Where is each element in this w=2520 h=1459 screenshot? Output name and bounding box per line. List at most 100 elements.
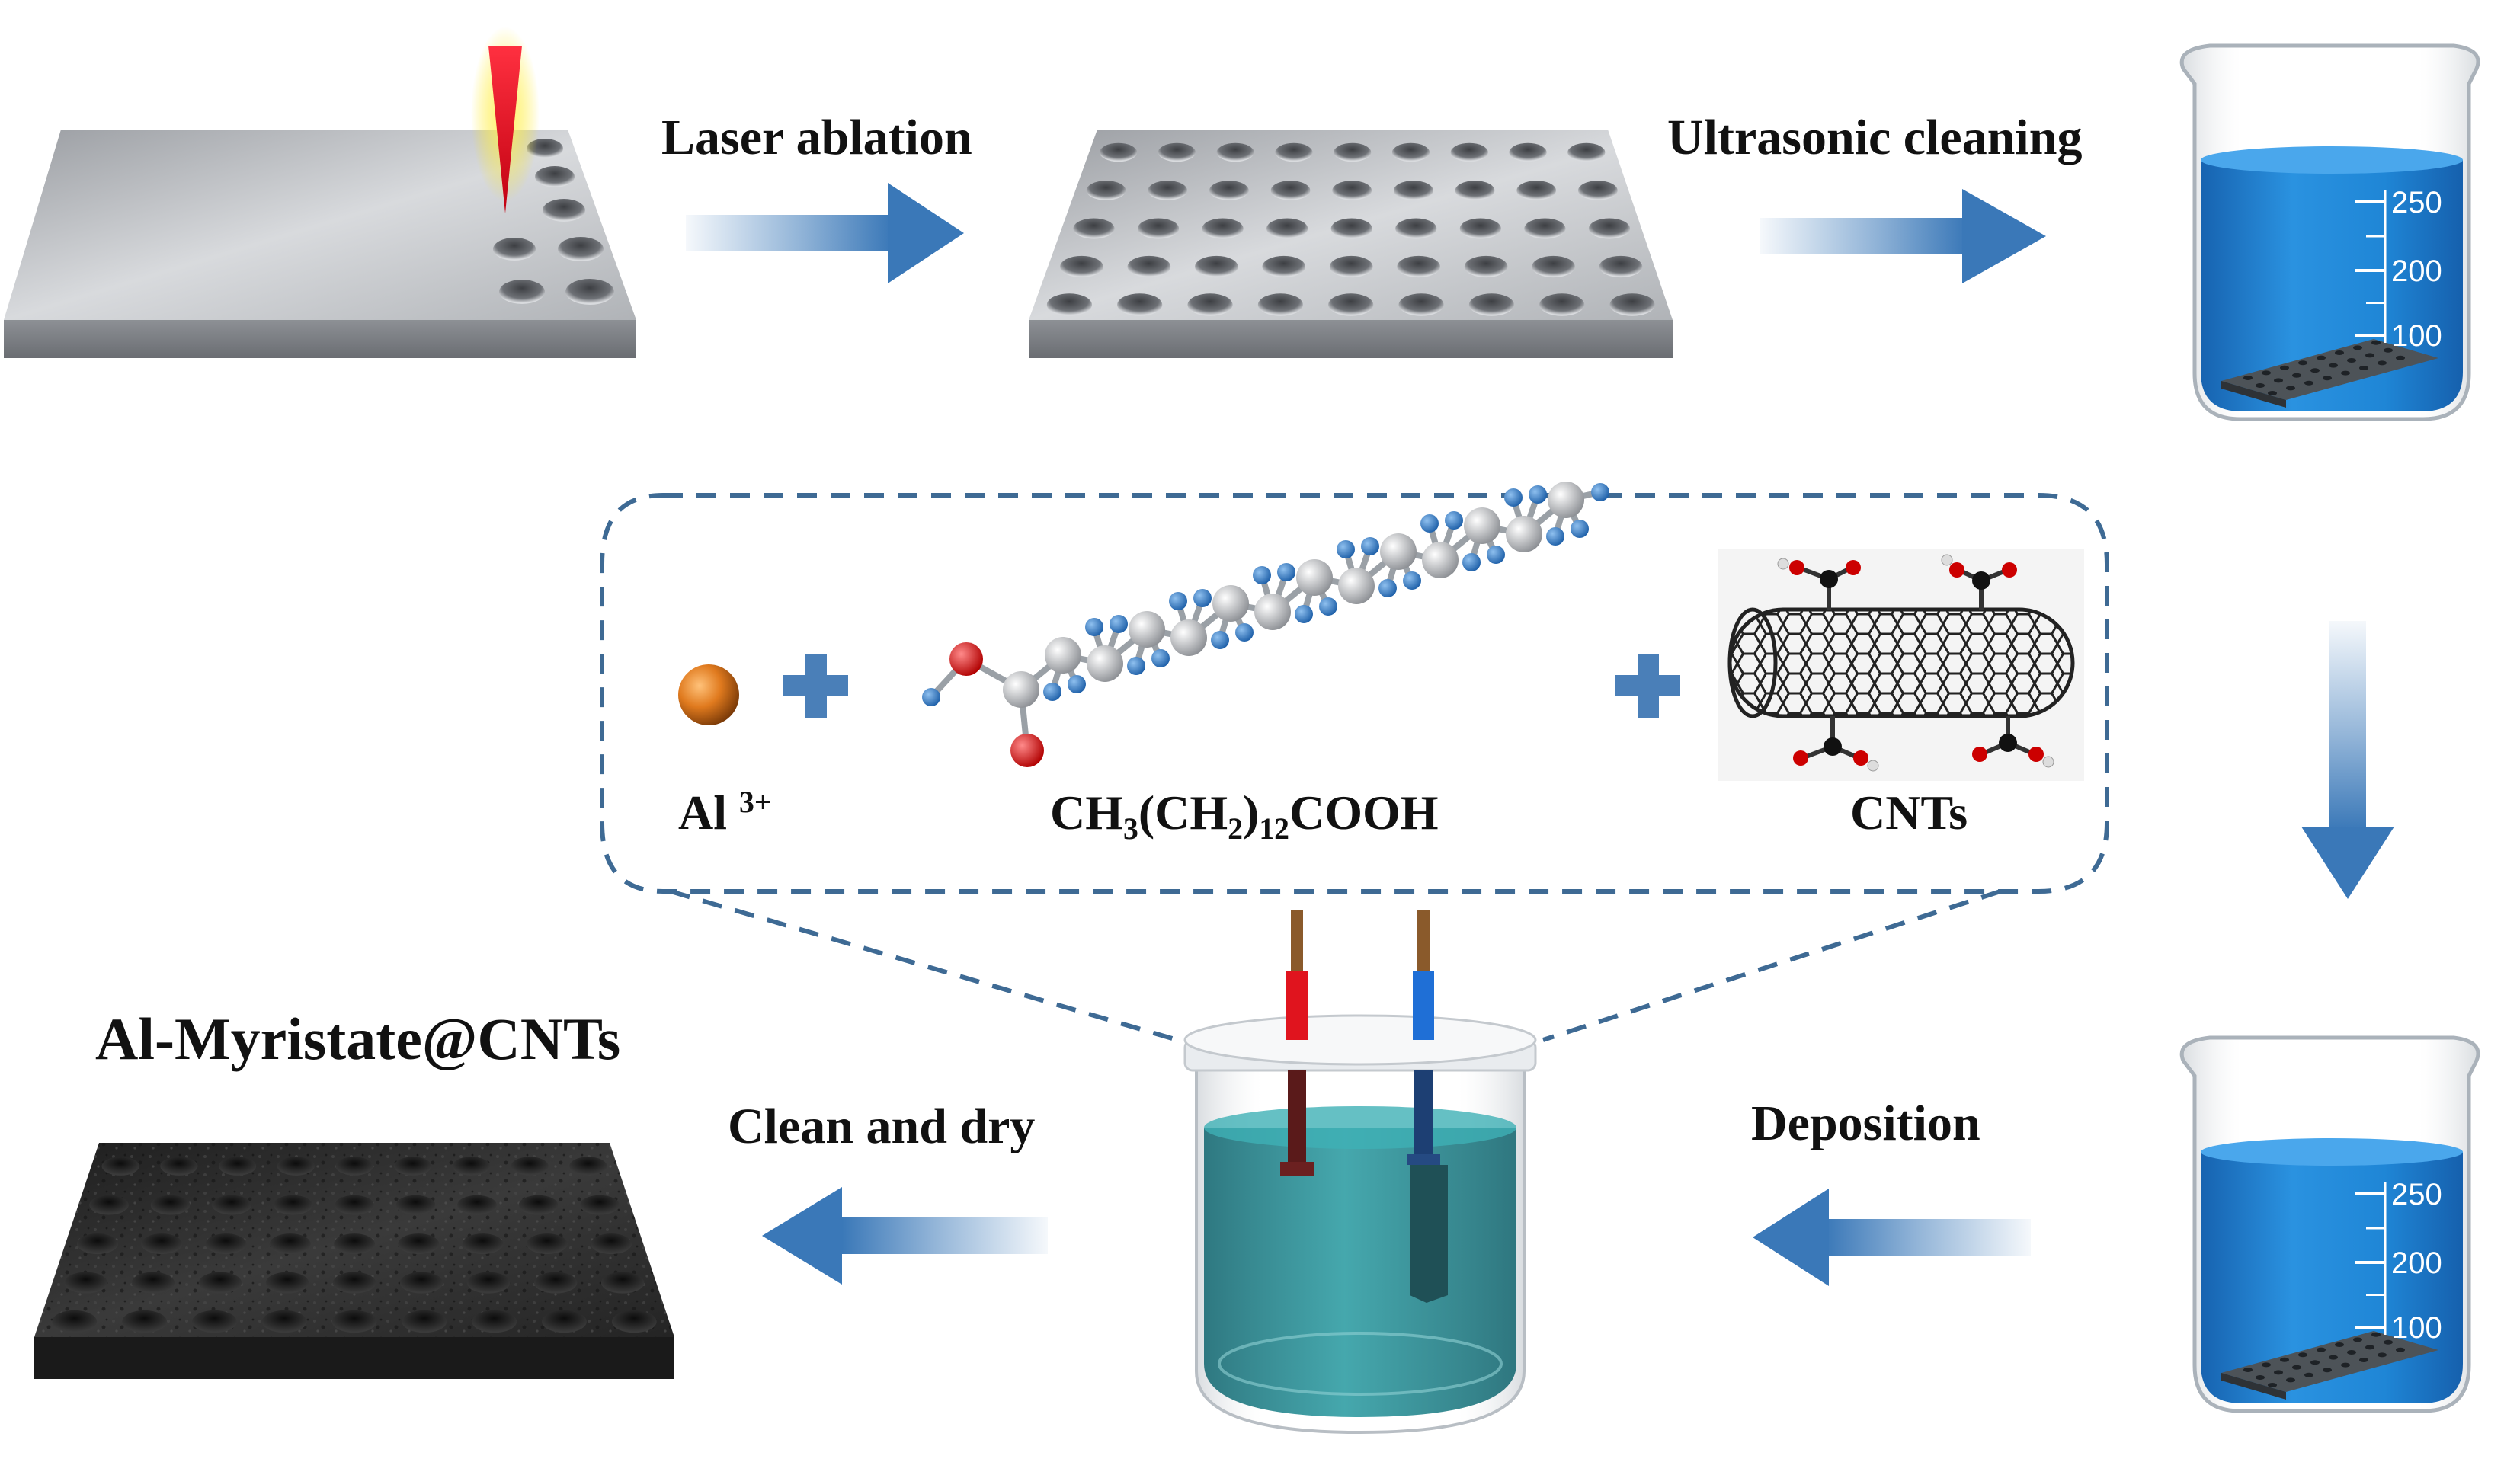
ultrasonic-cleaning-label: Ultrasonic cleaning — [1667, 110, 2083, 165]
hydrogen-atom — [1193, 589, 1212, 607]
hole — [1046, 293, 1092, 316]
hydrogen-atom — [1487, 546, 1505, 564]
hole — [64, 1272, 107, 1294]
graduation-label: 100 — [2391, 319, 2442, 353]
hole — [331, 1310, 377, 1333]
formula-part: CH — [1050, 785, 1123, 840]
hole — [601, 1272, 645, 1294]
hydrogen-atom — [1337, 540, 1355, 558]
formula-subscript: 12 — [1259, 811, 1289, 846]
hole — [2365, 353, 2374, 358]
hole — [2262, 370, 2271, 376]
hole — [2329, 1355, 2338, 1360]
hole — [205, 1233, 247, 1255]
hole — [1117, 293, 1163, 316]
hole — [542, 1310, 587, 1333]
hole — [2329, 363, 2338, 368]
hydrogen-atom — [1110, 615, 1128, 633]
hydrogen-atom — [1571, 520, 1589, 538]
ablated-holes-partial — [493, 139, 614, 305]
plus-icon — [1615, 654, 1680, 718]
hole — [2341, 370, 2350, 376]
hole — [2274, 378, 2283, 383]
hydrogen-atom — [1504, 488, 1523, 507]
hole — [1073, 218, 1115, 239]
hole — [2280, 365, 2289, 370]
hole — [2396, 1347, 2405, 1352]
hole — [2304, 1372, 2313, 1377]
liquid-surface — [2201, 146, 2463, 174]
carbon-atom — [1087, 645, 1123, 682]
graduation-label: 250 — [2391, 1178, 2442, 1211]
hole — [1397, 255, 1440, 278]
clean-and-dry-label: Clean and dry — [728, 1099, 1036, 1154]
hole — [1330, 218, 1372, 239]
coated-black-plate — [34, 1143, 674, 1379]
hole — [452, 1157, 490, 1176]
product-label: Al-Myristate@CNTs — [95, 1006, 621, 1072]
hole — [191, 1310, 237, 1333]
deposition-label: Deposition — [1751, 1096, 1980, 1151]
carbon-atom — [1464, 507, 1500, 544]
submerged-plate — [2221, 339, 2438, 400]
electrolytic-cell-icon — [1183, 910, 1537, 1435]
hole — [1464, 255, 1508, 278]
aluminum-charge: 3+ — [739, 785, 772, 820]
hole — [1332, 181, 1372, 200]
hole — [457, 1195, 497, 1215]
hole — [2262, 1362, 2271, 1368]
hole — [2274, 1370, 2283, 1375]
hydrogen-atom — [1319, 597, 1337, 616]
hydrogen-atom — [1151, 649, 1170, 667]
hole — [273, 1195, 313, 1215]
hole — [1202, 218, 1244, 239]
hole — [1567, 142, 1606, 162]
hole — [2371, 340, 2381, 345]
hole — [580, 1195, 620, 1215]
arrow-ablated-to-cleaning — [1760, 189, 2046, 283]
hole — [1509, 142, 1547, 162]
hole — [89, 1195, 129, 1215]
hole — [2384, 1339, 2393, 1345]
hole — [1532, 255, 1575, 278]
hole — [2347, 358, 2356, 363]
hole — [2323, 376, 2332, 381]
hole — [2286, 1377, 2295, 1383]
hydrogen-atom — [1295, 605, 1313, 623]
hole — [332, 1272, 376, 1294]
hydrogen-atom — [1403, 571, 1421, 590]
hole — [1395, 218, 1437, 239]
hole — [1086, 181, 1126, 200]
aluminum-ion-icon — [678, 664, 739, 725]
hole — [2286, 386, 2295, 391]
carbon-atom — [1003, 671, 1039, 708]
hole — [2378, 1352, 2387, 1358]
hydrogen-atom — [1546, 527, 1564, 546]
hole — [150, 1195, 191, 1215]
hole — [1060, 255, 1103, 278]
hydrogen-atom — [1169, 592, 1187, 610]
hole — [1195, 255, 1238, 278]
hole — [219, 1157, 257, 1176]
formula-subscript: 2 — [1228, 811, 1243, 846]
hole — [1516, 181, 1557, 200]
hole — [1328, 293, 1374, 316]
carbon-atom — [1045, 637, 1081, 674]
hole — [2268, 391, 2277, 395]
hole — [2256, 1375, 2265, 1380]
carbon-atom — [1129, 611, 1165, 648]
carbon-atom — [1506, 516, 1542, 552]
hole — [611, 1310, 657, 1333]
hole — [2243, 1368, 2253, 1372]
hole — [2317, 1347, 2326, 1352]
hole — [101, 1157, 139, 1176]
hydrogen-atom — [1085, 618, 1103, 636]
hole — [2292, 373, 2301, 378]
myristic-acid-formula: CH3(CH2)12COOH — [1050, 789, 1439, 844]
hydrogen-atom — [1420, 514, 1439, 533]
hole — [518, 1195, 559, 1215]
hole — [1588, 218, 1630, 239]
hole — [335, 1195, 374, 1215]
hole — [2298, 360, 2307, 366]
